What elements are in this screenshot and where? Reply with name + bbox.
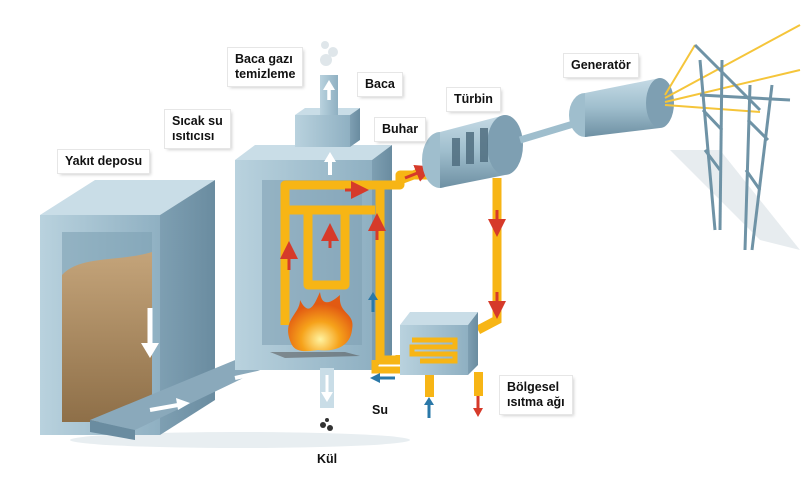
pylon-shadow bbox=[670, 150, 800, 250]
ground-shadow bbox=[70, 432, 410, 448]
label-chimney: Baca bbox=[358, 73, 402, 96]
ash-pile-icon bbox=[320, 418, 333, 431]
water-pipe bbox=[371, 360, 400, 374]
power-lines bbox=[664, 24, 801, 113]
heat-exchanger bbox=[400, 312, 478, 375]
steam-flow-arrow bbox=[404, 164, 434, 182]
label-turbine: Türbin bbox=[447, 88, 500, 111]
flame-icon bbox=[270, 292, 360, 358]
label-generator: Generatör bbox=[564, 54, 638, 77]
exchanger-coil bbox=[409, 337, 458, 364]
label-district-heating: Bölgesel ısıtma ağı bbox=[500, 376, 572, 414]
flue-gas-cleaner bbox=[295, 108, 360, 175]
pylon-icon bbox=[693, 43, 791, 251]
return-pipe bbox=[475, 178, 502, 334]
fuel-pile bbox=[62, 252, 152, 422]
shaft bbox=[518, 118, 582, 144]
boiler-flow-arrows bbox=[280, 181, 386, 312]
turbine bbox=[422, 115, 523, 188]
fuel-silo bbox=[40, 180, 215, 435]
label-hot-water-heater: Sıcak su ısıtıcısı bbox=[165, 110, 230, 148]
label-fuel-silo: Yakıt deposu bbox=[58, 150, 150, 173]
smoke-icon bbox=[320, 41, 338, 66]
label-flue-gas-cleaning: Baca gazı temizleme bbox=[228, 48, 303, 86]
label-steam: Buhar bbox=[375, 118, 426, 141]
label-water: Su bbox=[372, 403, 388, 417]
dh-pipe-in bbox=[425, 375, 434, 397]
generator bbox=[569, 78, 674, 137]
turbine-blades-icon bbox=[452, 128, 488, 166]
dh-pipe-out bbox=[474, 372, 483, 396]
chimney bbox=[320, 41, 338, 115]
label-ash: Kül bbox=[317, 452, 338, 466]
ash-chute bbox=[320, 368, 334, 431]
ash-particles bbox=[270, 352, 360, 358]
